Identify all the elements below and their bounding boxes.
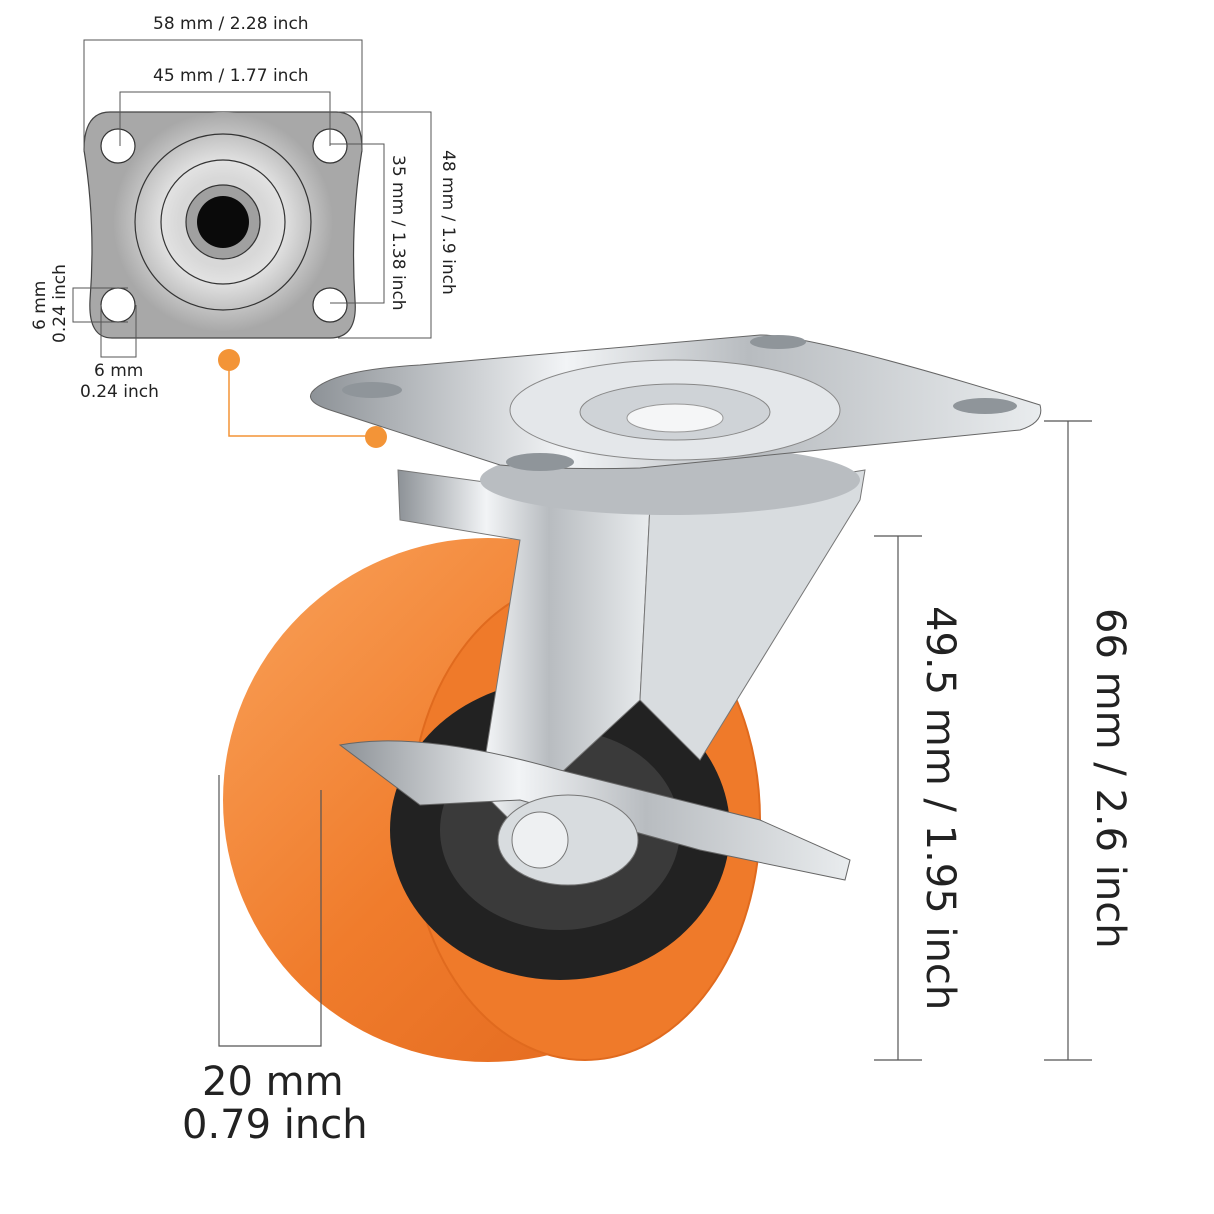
caster-dimension-lines	[218, 420, 1092, 1061]
top-view-dimension-lines	[72, 39, 432, 358]
hole-spacing-depth-label: 35 mm / 1.38 inch	[388, 155, 408, 311]
hole-size-vertical-inch: 0.24 inch	[50, 264, 70, 343]
caster-illustration	[223, 334, 1042, 1062]
top-view-connector	[218, 349, 387, 448]
hole-size-vertical-mm: 6 mm	[30, 280, 50, 330]
hole-size-horizontal-mm: 6 mm	[94, 361, 144, 381]
wheel-diameter-label: 49.5 mm / 1.95 inch	[917, 606, 963, 1011]
hole-spacing-width-label: 45 mm / 1.77 inch	[153, 66, 309, 86]
wheel-width-inch: 0.79 inch	[182, 1102, 368, 1148]
total-height-label: 66 mm / 2.6 inch	[1087, 608, 1133, 949]
overall-depth-label: 48 mm / 1.9 inch	[438, 150, 458, 295]
overall-width-label: 58 mm / 2.28 inch	[153, 14, 309, 34]
wheel-width-mm: 20 mm	[202, 1059, 344, 1105]
top-view-plate	[83, 111, 363, 339]
hole-size-horizontal-inch: 0.24 inch	[80, 382, 159, 402]
